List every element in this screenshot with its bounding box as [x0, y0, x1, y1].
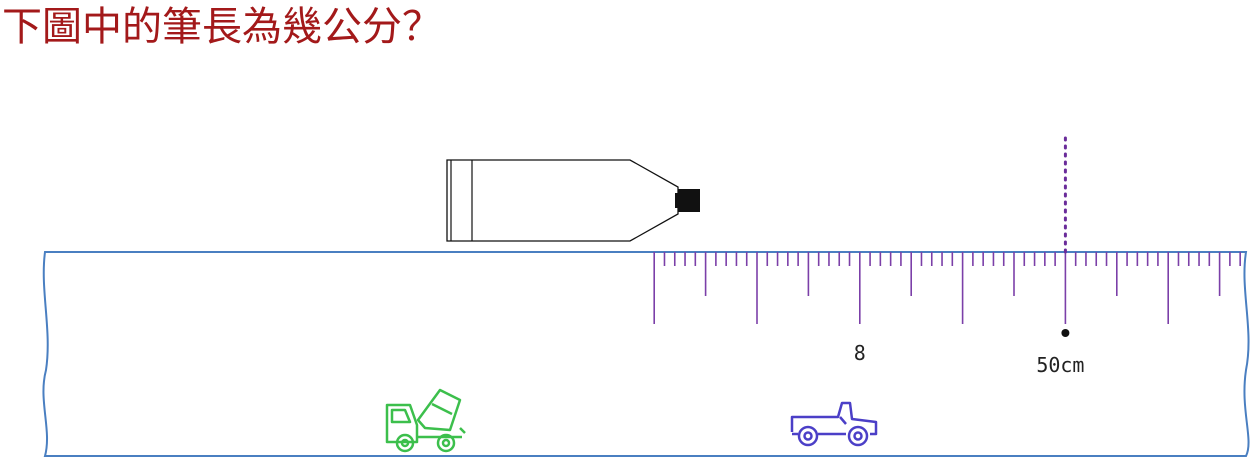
origin-label: 50cm	[1036, 353, 1084, 377]
origin-dot	[1061, 329, 1070, 337]
jeep-icon	[790, 401, 878, 447]
cement-truck-icon	[385, 388, 466, 453]
pen-icon	[446, 159, 700, 242]
ruler-ticks	[653, 252, 1241, 324]
ruler-number-label: 8	[854, 341, 866, 365]
ruler-labels: 8246	[854, 341, 866, 365]
question-title: 下圖中的筆長為幾公分？	[2, 4, 442, 50]
ruler-body	[42, 251, 1250, 457]
